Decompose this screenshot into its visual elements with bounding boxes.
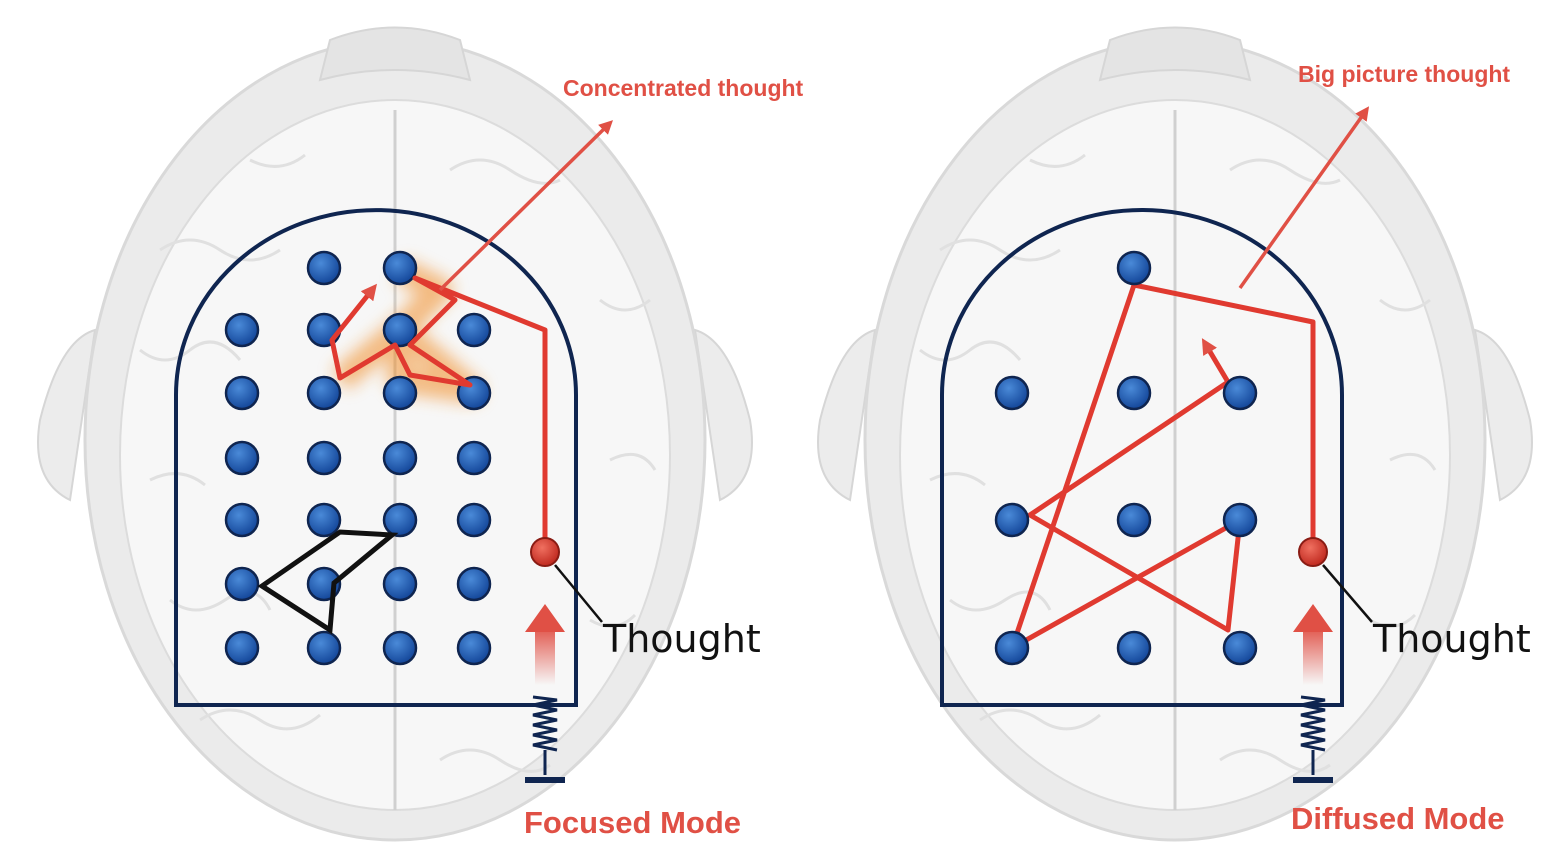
output-label: Concentrated thought [563, 75, 804, 101]
brain-illustration-icon [818, 28, 1532, 841]
dot [458, 442, 490, 474]
dot [1224, 632, 1256, 664]
dot [384, 442, 416, 474]
dot [458, 314, 490, 346]
dot [458, 504, 490, 536]
dot [226, 442, 258, 474]
dot [308, 314, 340, 346]
thought-label: Thought [1372, 617, 1531, 661]
dot [1118, 632, 1150, 664]
dot [384, 377, 416, 409]
output-label: Big picture thought [1298, 61, 1510, 87]
dot [996, 632, 1028, 664]
dot [226, 568, 258, 600]
dot [308, 504, 340, 536]
dot [1224, 504, 1256, 536]
thought-ball [1299, 538, 1327, 566]
dot [384, 568, 416, 600]
dot [308, 442, 340, 474]
dot [308, 252, 340, 284]
mode-label: Diffused Mode [1291, 801, 1505, 836]
dot [996, 504, 1028, 536]
dot [384, 252, 416, 284]
dot [308, 377, 340, 409]
dot [226, 632, 258, 664]
dot [1224, 377, 1256, 409]
dot [226, 377, 258, 409]
dot [384, 504, 416, 536]
dot [1118, 504, 1150, 536]
dot [384, 632, 416, 664]
dot [1118, 377, 1150, 409]
dot [308, 632, 340, 664]
dot [996, 377, 1028, 409]
diffused-panel: Big picture thought Thought Diffused Mod… [818, 28, 1532, 841]
focused-panel: Concentrated thought Thought Focused Mod… [38, 28, 804, 841]
thought-label: Thought [602, 617, 761, 661]
brain-illustration-icon [38, 28, 752, 841]
dot [458, 568, 490, 600]
mode-label: Focused Mode [524, 805, 741, 840]
dot [1118, 252, 1150, 284]
dot [458, 632, 490, 664]
dot [226, 314, 258, 346]
thought-ball [531, 538, 559, 566]
dot [226, 504, 258, 536]
